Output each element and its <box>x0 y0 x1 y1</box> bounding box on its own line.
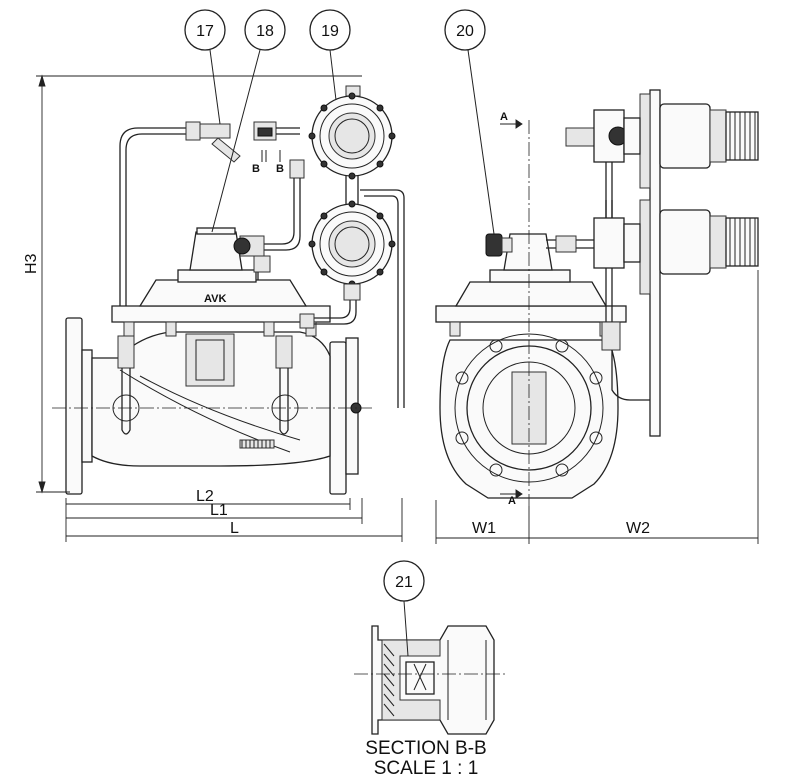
pilot-boss <box>189 231 243 271</box>
body-inner-curve-2 <box>139 375 301 441</box>
dim-label-l1: L1 <box>210 502 228 519</box>
cover-bolts <box>123 321 317 337</box>
section-scale: SCALE 1 : 1 <box>374 758 479 779</box>
right-flange <box>329 341 347 495</box>
dim-label-w2: W2 <box>626 520 650 537</box>
section-hatch <box>381 639 441 721</box>
cover-flange <box>111 305 331 323</box>
dim-arrows-h3 <box>38 74 46 494</box>
side-cover-dome <box>454 281 608 307</box>
pilot-valve-upper <box>308 85 396 180</box>
svg-text:18: 18 <box>256 23 274 40</box>
side-pilot-upper <box>565 103 759 169</box>
callout-20: 20 <box>444 9 495 235</box>
section-a-arrows <box>515 119 523 499</box>
section-nut-lines <box>447 640 487 720</box>
dim-label-l2: L2 <box>196 488 214 505</box>
body-window-inner <box>195 339 225 381</box>
section-check-x <box>413 663 427 691</box>
side-view: A A W1 W2 <box>435 89 759 544</box>
brand-logo: AVK <box>204 293 226 305</box>
left-flange-neck <box>81 349 93 463</box>
dim-label-w1: W1 <box>472 520 496 537</box>
callout-17: 17 <box>184 9 226 125</box>
svg-text:19: 19 <box>321 23 339 40</box>
handwheel-stem <box>501 237 513 253</box>
side-pipe-elbow <box>601 321 621 351</box>
cover-dome <box>138 279 308 307</box>
valve-body <box>91 331 331 467</box>
front-view: AVK <box>23 74 405 542</box>
section-a-top: A <box>500 111 508 123</box>
section-check-body <box>405 661 435 695</box>
spring-coil <box>239 439 275 449</box>
pilot-link <box>345 176 359 204</box>
dim-label-h3: H3 <box>23 253 40 274</box>
pilot-return-pipe-2 <box>364 195 399 408</box>
section-bb-view: 21 SECTION B-B SCALE 1 : 1 <box>354 560 508 779</box>
section-hatch-lines <box>383 643 395 717</box>
side-cover-flange <box>435 305 627 323</box>
side-lower-pipe <box>611 350 656 401</box>
pilot-pipework <box>119 121 357 329</box>
callout-21-text: 21 <box>395 574 413 591</box>
svg-text:20: 20 <box>456 23 474 40</box>
cover-top <box>177 269 257 283</box>
handwheel <box>485 233 503 257</box>
pilot-return-pipe <box>360 189 405 408</box>
pilot-valve-lower <box>308 200 396 301</box>
side-bolt-holes <box>455 339 603 477</box>
callout-21-leader <box>403 600 409 657</box>
pilot-body-lower <box>639 199 651 295</box>
b-marker-left: B <box>252 163 260 175</box>
callout-18: 18 <box>211 9 286 233</box>
pilot-body-upper <box>639 93 651 189</box>
callout-19: 19 <box>309 9 351 101</box>
side-bolt-a <box>449 321 461 337</box>
side-pilot-lower <box>593 209 759 275</box>
dim-label-l: L <box>230 520 239 537</box>
side-cover-top <box>489 269 571 283</box>
side-fitting <box>555 235 577 253</box>
left-flange <box>65 317 83 495</box>
section-title: SECTION B-B <box>365 738 486 759</box>
section-b-cut <box>261 150 281 162</box>
section-a-bottom: A <box>508 495 516 507</box>
drain-pipes <box>117 335 293 435</box>
body-window <box>185 333 235 387</box>
b-marker-right: B <box>276 163 284 175</box>
svg-text:17: 17 <box>196 23 214 40</box>
pilot-boss-cap <box>196 227 236 235</box>
mounting-plate <box>649 89 661 437</box>
